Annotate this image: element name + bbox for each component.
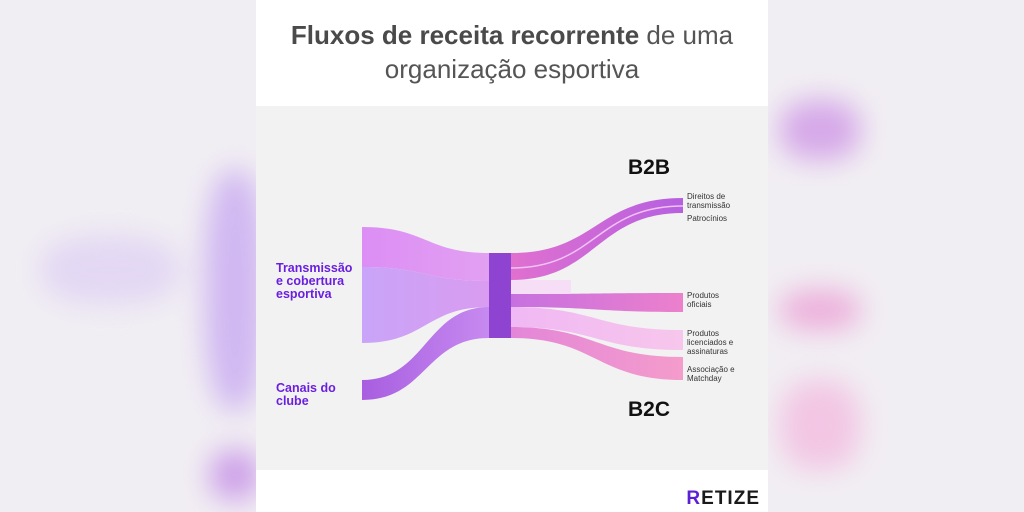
source-label-transmissao: Transmissão e cobertura esportiva <box>276 261 353 301</box>
footer: RETIZE <box>256 470 768 512</box>
retize-logo: RETIZE <box>686 488 760 510</box>
page-title: Fluxos de receita recorrente de uma orga… <box>256 18 768 86</box>
target-label-direitos: Direitos de transmissão <box>687 192 731 210</box>
logo-text: ETIZE <box>701 488 760 509</box>
title-rest: de uma <box>639 20 734 50</box>
target-label-associacao: Associação e Matchday <box>687 365 735 383</box>
flow-transmissao-lower <box>362 267 489 343</box>
flow-produtos-oficiais <box>511 293 683 312</box>
target-label-produtos-licenciados: Produtos licenciados e assinaturas <box>687 329 734 356</box>
glow <box>511 280 571 294</box>
flow-produtos-licenciados <box>511 307 683 350</box>
flow-b2b-divider <box>510 205 684 269</box>
logo-mark: R <box>686 488 702 509</box>
flow-associacao <box>511 327 683 380</box>
group-label-b2c: B2C <box>628 398 671 421</box>
flow-transmissao-upper <box>362 227 489 281</box>
target-label-produtos-oficiais: Produtos oficiais <box>687 291 720 309</box>
flow-b2b <box>511 198 683 280</box>
title-line2: organização esportiva <box>384 54 640 84</box>
group-label-b2b: B2B <box>628 156 671 179</box>
source-label-canais: Canais do clube <box>276 381 336 408</box>
sankey-diagram: Transmissão e cobertura esportiva Canais… <box>256 106 768 470</box>
infographic-panel: Fluxos de receita recorrente de uma orga… <box>256 0 768 512</box>
target-label-patrocinios: Patrocínios <box>687 214 728 223</box>
middle-node <box>489 253 511 338</box>
title-bold: Fluxos de receita recorrente <box>290 20 640 50</box>
flow-canais <box>362 307 489 400</box>
